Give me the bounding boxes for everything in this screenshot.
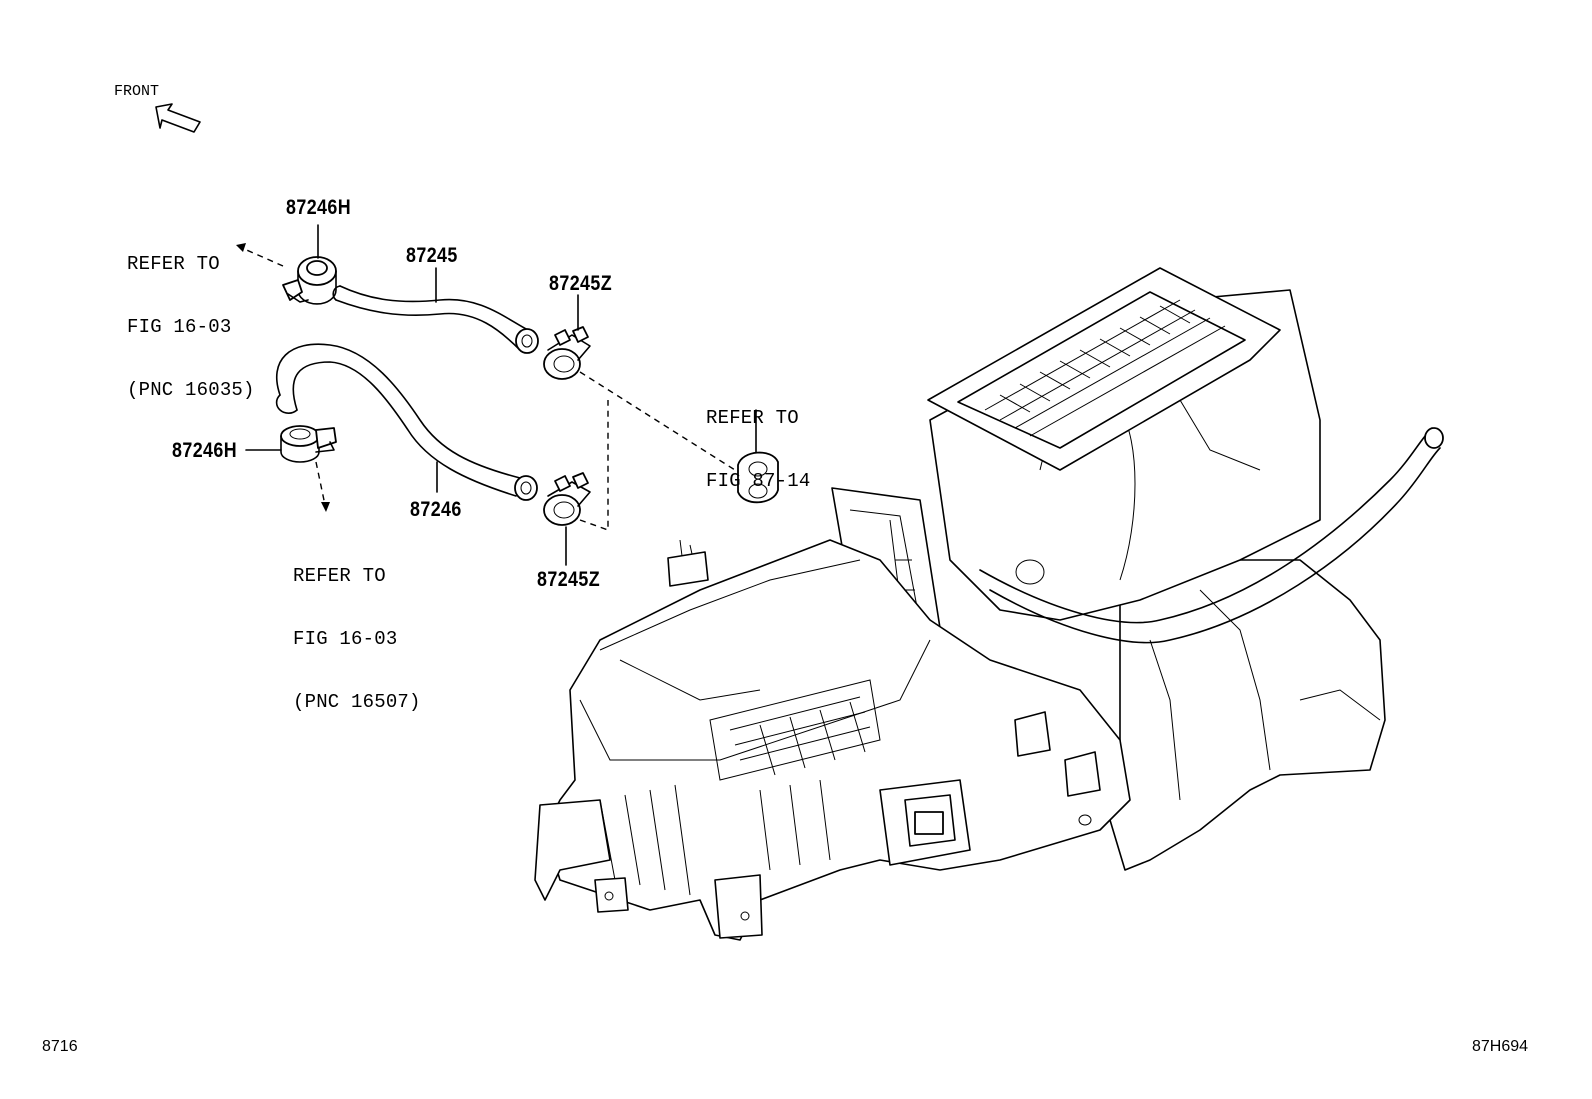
reference-line: FIG 16-03 (127, 316, 232, 338)
part-number-87246[interactable]: 87246 (410, 498, 462, 521)
reference-note-pnc-16035: REFER TO FIG 16-03 (PNC 16035) (127, 212, 255, 422)
clamp-87246H-top (282, 224, 337, 305)
reference-line: REFER TO (127, 253, 220, 275)
illustration-code: 87H694 (1472, 1038, 1529, 1055)
front-label: FRONT (114, 83, 160, 100)
grille-pattern (984, 299, 1226, 437)
section-code: 8716 (42, 1038, 78, 1055)
reference-line: (PNC 16507) (293, 691, 421, 713)
reference-note-pnc-16507: REFER TO FIG 16-03 (PNC 16507) (293, 524, 421, 734)
clamp-87245Z-top (543, 294, 591, 380)
reference-line: (PNC 16035) (127, 379, 255, 401)
reference-line: FIG 16-03 (293, 628, 398, 650)
part-number-87245Z-bottom[interactable]: 87245Z (537, 568, 601, 591)
grommet-fig-87-14 (737, 411, 779, 504)
part-number-87246H-left[interactable]: 87246H (172, 439, 238, 462)
reference-line: REFER TO (293, 565, 386, 587)
reference-line: REFER TO (706, 407, 799, 429)
reference-dashed-lines (236, 243, 736, 531)
hvac-unit-assembly (534, 267, 1444, 941)
reference-note-fig-87-14: REFER TO FIG 87-14 (706, 366, 810, 513)
part-number-87245Z-top[interactable]: 87245Z (549, 272, 613, 295)
part-number-87246H-top[interactable]: 87246H (286, 196, 352, 219)
clamp-87245Z-bottom (543, 472, 591, 566)
front-arrow-icon (155, 103, 201, 133)
reference-line: FIG 87-14 (706, 470, 811, 492)
part-number-87245[interactable]: 87245 (406, 244, 458, 267)
clamp-87246H-left (245, 425, 337, 463)
hose-87245 (332, 267, 539, 354)
hose-87246 (275, 343, 538, 501)
